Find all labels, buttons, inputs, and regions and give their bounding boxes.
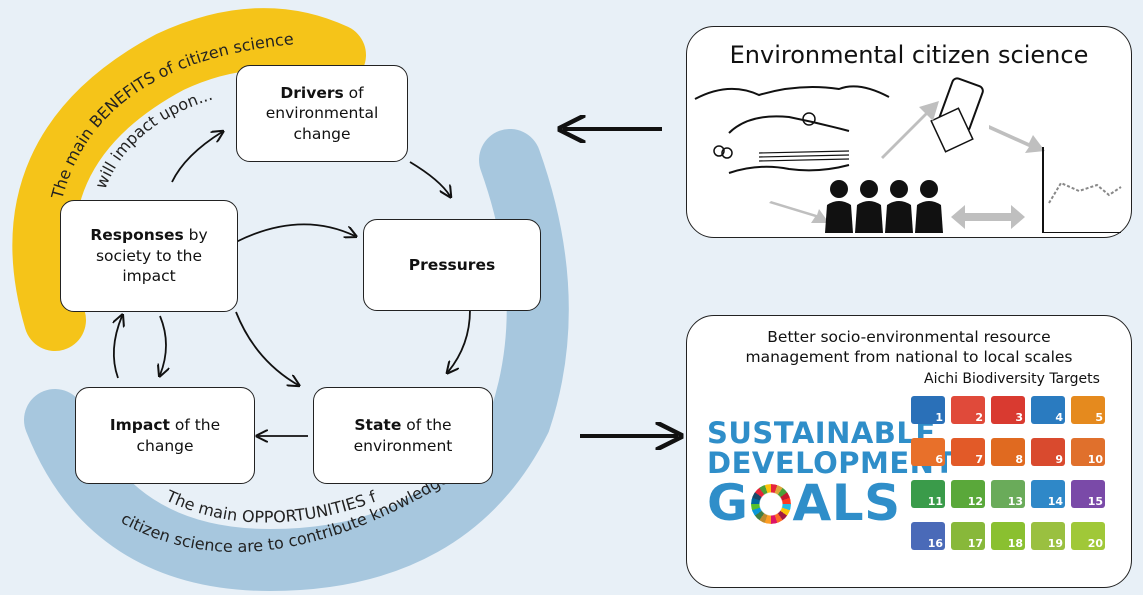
citizen-science-panel: Environmental citizen science: [686, 26, 1132, 238]
aichi-target-tile: 14: [1031, 480, 1065, 508]
arrow-responses-to-pressures: [235, 223, 355, 243]
aichi-target-tile: 7: [951, 438, 985, 466]
aichi-target-number: 7: [975, 453, 983, 466]
aichi-target-tile: 2: [951, 396, 985, 424]
aichi-target-number: 16: [927, 537, 943, 550]
aichi-target-number: 5: [1095, 411, 1103, 424]
cycle-arrows: [114, 129, 678, 436]
graph-icon: [1042, 147, 1122, 233]
aichi-target-tile: 20: [1071, 522, 1105, 550]
arrow-responses-to-drivers: [171, 132, 222, 183]
aichi-target-tile: 13: [991, 480, 1025, 508]
arrow-responses-to-impact: [160, 315, 166, 375]
aichi-target-number: 14: [1047, 495, 1063, 508]
aichi-target-tile: 3: [991, 396, 1025, 424]
pressures-box: Pressures: [363, 219, 541, 311]
arrow-responses-to-state: [235, 311, 298, 385]
aichi-target-number: 6: [935, 453, 943, 466]
aichi-target-tile: 11: [911, 480, 945, 508]
aichi-target-number: 9: [1055, 453, 1063, 466]
aichi-target-number: 2: [975, 411, 983, 424]
aichi-target-tile: 19: [1031, 522, 1065, 550]
aichi-target-tile: 9: [1031, 438, 1065, 466]
aichi-target-tile: 12: [951, 480, 985, 508]
aichi-target-tile: 6: [911, 438, 945, 466]
arrow-impact-to-responses: [114, 316, 122, 379]
arrow-drivers-to-pressures: [409, 161, 450, 196]
aichi-target-tile: 1: [911, 396, 945, 424]
aichi-target-number: 11: [927, 495, 943, 508]
aichi-target-number: 13: [1007, 495, 1023, 508]
aichi-target-number: 15: [1087, 495, 1103, 508]
aichi-target-tile: 5: [1071, 396, 1105, 424]
aichi-target-number: 10: [1087, 453, 1103, 466]
aichi-label: Aichi Biodiversity Targets: [924, 371, 1100, 387]
sdg-wheel-icon: [750, 484, 791, 524]
citizen-science-title: Environmental citizen science: [729, 41, 1089, 69]
aichi-target-number: 20: [1087, 537, 1103, 550]
sdg-word-1: SUSTAINABLE: [707, 416, 936, 450]
aichi-target-number: 19: [1047, 537, 1063, 550]
aichi-target-number: 18: [1007, 537, 1023, 550]
outcome-panel: Better socio-environmental resource mana…: [686, 315, 1132, 588]
outcome-line1: Better socio-environmental resource: [767, 328, 1051, 346]
aichi-target-number: 3: [1015, 411, 1023, 424]
arrow-pressures-to-state: [448, 309, 471, 372]
aichi-target-tile: 17: [951, 522, 985, 550]
people-icon: [825, 180, 943, 233]
citizen-science-illustration: [694, 77, 1122, 233]
aichi-target-tile: 18: [991, 522, 1025, 550]
phone-icon: [930, 77, 984, 153]
outcome-line2: management from national to local scales: [745, 348, 1073, 366]
aichi-target-number: 17: [967, 537, 983, 550]
benefits-arc: [12, 8, 366, 351]
aichi-target-tile: 8: [991, 438, 1025, 466]
aichi-target-number: 12: [967, 495, 983, 508]
landscape-icon: [694, 85, 890, 100]
aichi-target-tile: 15: [1071, 480, 1105, 508]
aichi-target-tile: 4: [1031, 396, 1065, 424]
aichi-target-number: 1: [935, 411, 943, 424]
aichi-target-tile: 16: [911, 522, 945, 550]
aichi-target-number: 8: [1015, 453, 1023, 466]
aichi-target-tile: 10: [1071, 438, 1105, 466]
aichi-target-number: 4: [1055, 411, 1063, 424]
